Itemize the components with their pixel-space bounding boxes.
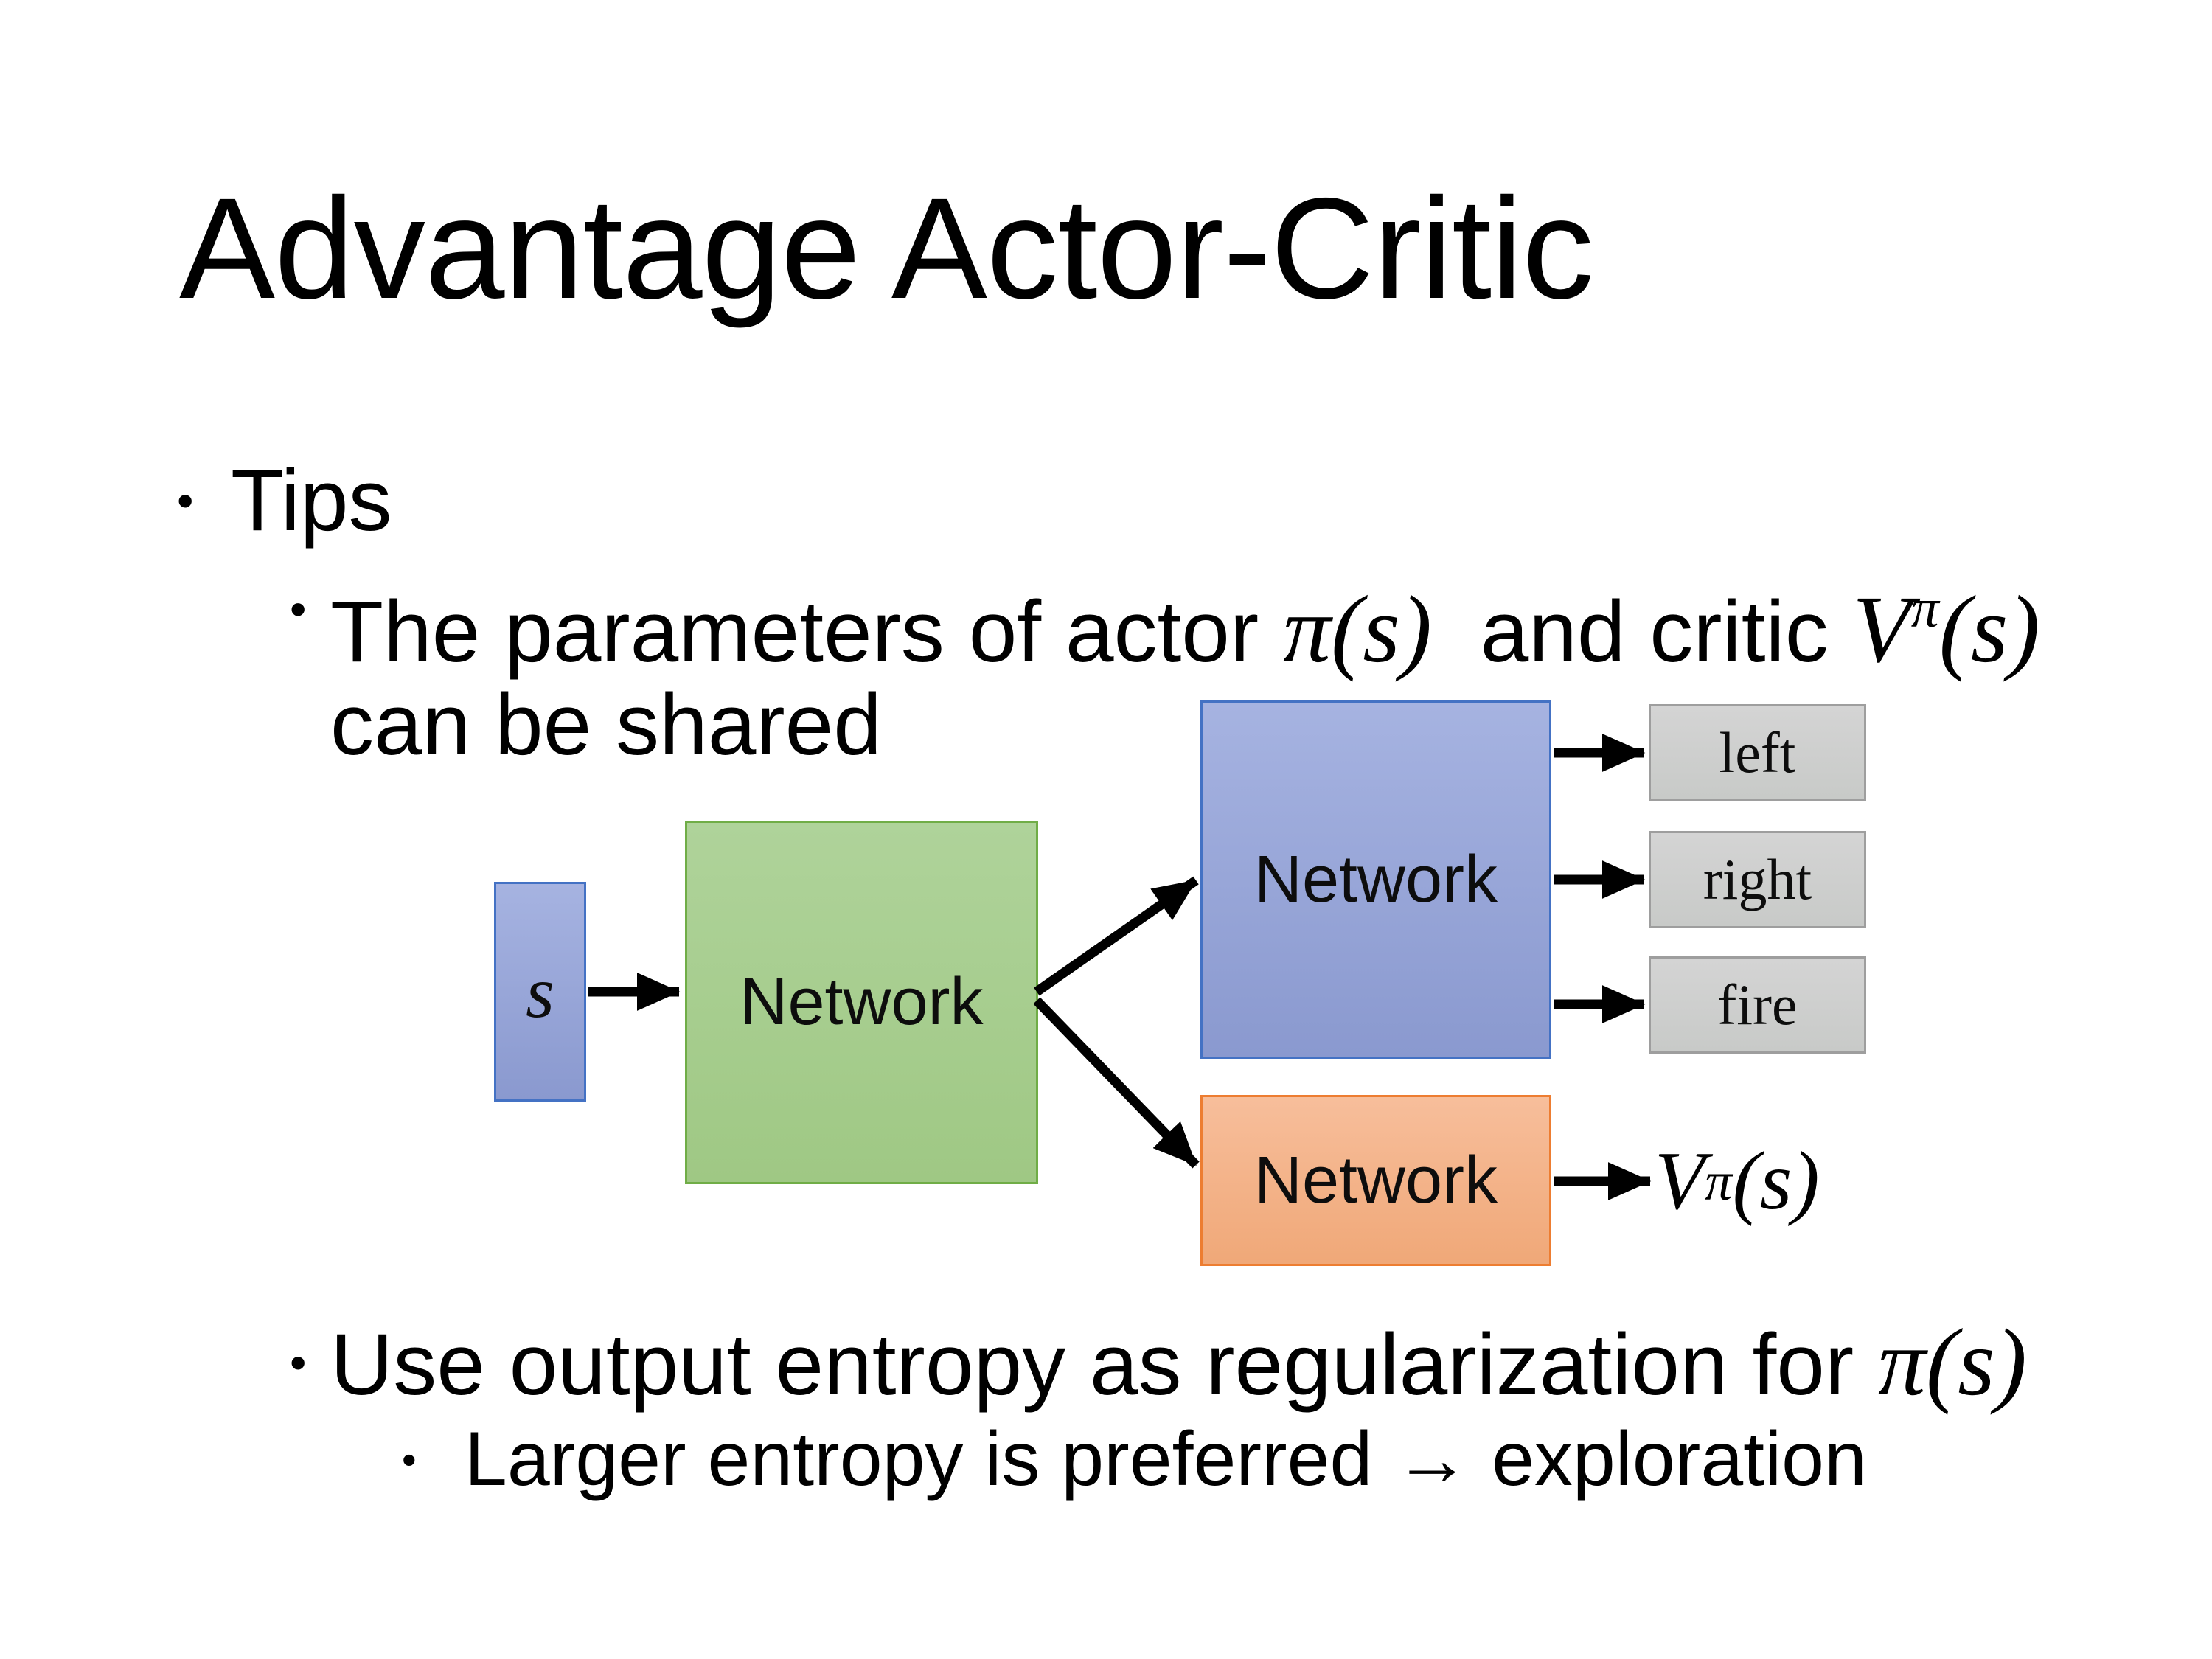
bullet-dot: • bbox=[290, 582, 307, 636]
math-V-args: (s) bbox=[1732, 1135, 1820, 1227]
math-pi-s: π(s) bbox=[1877, 1310, 2027, 1416]
bullet-parameters-shared: • The parameters of actor π(s) and criti… bbox=[290, 563, 2040, 771]
param-line2-text: can be shared bbox=[330, 675, 882, 773]
bullet-larger-entropy-text: Larger entropy is preferred → exploratio… bbox=[465, 1416, 1867, 1502]
math-V-args: (s) bbox=[1938, 576, 2040, 683]
state-input-box: s bbox=[494, 882, 586, 1102]
shared-network-label: Network bbox=[740, 965, 984, 1039]
math-V-superscript-pi: π bbox=[1705, 1150, 1733, 1211]
bullet-dot: • bbox=[402, 1436, 417, 1483]
math-pi-s: π(s) bbox=[1283, 576, 1432, 683]
state-input-label: s bbox=[526, 950, 554, 1033]
bullet-entropy-regularization: • Use output entropy as regularization f… bbox=[290, 1315, 2027, 1413]
arrow-shared-to-actor-network bbox=[1034, 876, 1199, 996]
shared-network-box: Network bbox=[685, 821, 1038, 1184]
entropy-pre-text: Use output entropy as regularization for bbox=[330, 1316, 1878, 1413]
action-left-label: left bbox=[1719, 720, 1796, 785]
arrow-shared-to-critic-network bbox=[1033, 997, 1200, 1169]
math-V: V bbox=[1852, 576, 1911, 683]
critic-network-label: Network bbox=[1253, 1143, 1498, 1217]
action-box-left: left bbox=[1649, 704, 1866, 801]
bullet-entropy-text: Use output entropy as regularization for… bbox=[330, 1315, 2027, 1413]
action-box-right: right bbox=[1649, 831, 1866, 928]
param-mid-text: and critic bbox=[1432, 582, 1853, 681]
actor-network-label: Network bbox=[1253, 842, 1498, 917]
bullet-parameters-text: The parameters of actor π(s) and critic … bbox=[330, 563, 2040, 771]
critic-network-box: Network bbox=[1200, 1095, 1551, 1266]
slide-title: Advantage Actor-Critic bbox=[179, 168, 1594, 329]
actor-network-box: Network bbox=[1200, 700, 1551, 1059]
bullet-tips-label: Tips bbox=[231, 452, 392, 549]
bullet-dot: • bbox=[290, 1336, 307, 1389]
bullet-larger-entropy: • Larger entropy is preferred → explorat… bbox=[402, 1419, 1867, 1500]
bullet-dot: • bbox=[177, 474, 194, 527]
bullet-tips: • Tips bbox=[177, 454, 392, 547]
action-right-label: right bbox=[1703, 847, 1812, 911]
action-box-fire: fire bbox=[1649, 956, 1866, 1054]
math-V-superscript-pi: π bbox=[1910, 578, 1939, 639]
action-fire-label: fire bbox=[1717, 973, 1798, 1037]
param-pre-text: The parameters of actor bbox=[330, 582, 1284, 681]
math-V: V bbox=[1655, 1135, 1705, 1227]
